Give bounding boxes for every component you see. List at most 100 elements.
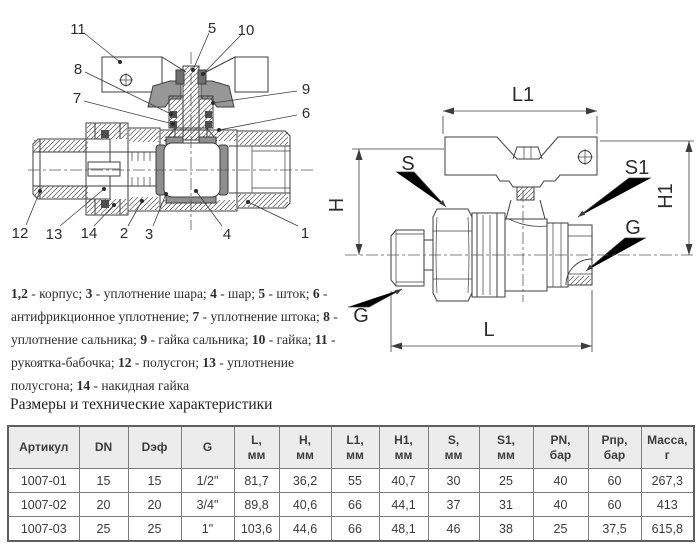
- stem-seal: [205, 121, 212, 128]
- table-cell: 48,1: [378, 516, 429, 542]
- table-cell: 1007-03: [7, 516, 80, 542]
- table-cell: 1007-01: [7, 468, 80, 493]
- column-header: Dэф: [127, 425, 182, 469]
- callout-label: 6: [302, 105, 310, 122]
- table-cell: 60: [587, 492, 642, 517]
- section-view: [32, 56, 291, 216]
- table-title: Размеры и технические характеристики: [10, 396, 273, 413]
- table-cell: 60: [587, 468, 642, 493]
- callout-labels: 11 5 10 8 7 9 6 12 13 14 2 3 4 1: [12, 20, 311, 243]
- column-header: PN, бар: [532, 425, 589, 469]
- column-header: Pпр, бар: [587, 425, 642, 469]
- dim-label-L: L: [483, 319, 494, 341]
- dim-label-G-male: G: [353, 305, 369, 327]
- union-seal: [101, 130, 109, 138]
- table-cell: 267,3: [640, 468, 695, 493]
- callout-leaders: [25, 32, 299, 227]
- dim-label-L1: L1: [512, 84, 534, 106]
- callout-label: 5: [208, 20, 216, 37]
- stem-nut: [197, 69, 207, 85]
- legend-item-number: 14: [76, 377, 91, 393]
- legend-item-number: 13: [202, 354, 216, 370]
- table-cell: 36,2: [278, 468, 332, 493]
- table-cell: 25: [78, 516, 129, 542]
- handle-right-wing: [234, 56, 269, 93]
- dimension-lines: [348, 107, 694, 352]
- column-header: Артикул: [7, 425, 80, 469]
- legend-item-number: 4: [210, 285, 217, 301]
- table-cell: 615,8: [640, 516, 695, 542]
- callout-label: 3: [145, 226, 153, 243]
- legend-item-number: 9: [140, 331, 148, 347]
- callout-label: 13: [46, 226, 63, 243]
- table-cell: 103,6: [233, 516, 280, 542]
- callout-label: 1: [301, 225, 309, 242]
- legend-item-number: 7: [192, 308, 200, 324]
- stem-seal: [205, 111, 212, 118]
- table-cell: 15: [78, 468, 129, 493]
- handle-outline: [444, 136, 598, 188]
- legend-item-number: 3: [85, 285, 93, 301]
- table-cell: 25: [127, 516, 182, 542]
- dimension-labels: L1 H S S1 H1 G G L: [326, 84, 677, 341]
- table-cell: 89,8: [233, 492, 280, 517]
- dim-label-S: S: [401, 153, 414, 175]
- table-cell: 30: [427, 468, 480, 493]
- table-cell: 38: [478, 516, 534, 542]
- column-header: H1, мм: [378, 425, 429, 469]
- callout-label: 9: [302, 81, 310, 98]
- table-cell: 25: [532, 516, 589, 542]
- table-cell: 20: [78, 492, 129, 517]
- column-header: S1, мм: [478, 425, 534, 469]
- table-cell: 37: [427, 492, 480, 517]
- legend-item-number: 12: [118, 354, 132, 370]
- body-right: [236, 130, 291, 209]
- legend-item-number: 10: [251, 331, 266, 347]
- table-cell: 31: [478, 492, 534, 517]
- dim-label-G-female: G: [625, 217, 641, 239]
- callout-label: 11: [70, 21, 86, 38]
- centerlines: [28, 52, 696, 302]
- column-header: L1, мм: [330, 425, 380, 469]
- table-cell: 40,7: [378, 468, 429, 493]
- callout-label: 2: [120, 225, 128, 242]
- table-cell: 20: [127, 492, 182, 517]
- callout-label: 8: [74, 61, 82, 78]
- callout-label: 14: [81, 225, 98, 242]
- dim-label-H1: H1: [655, 183, 677, 209]
- column-header: S, мм: [427, 425, 480, 469]
- table-cell: 1007-02: [7, 492, 80, 517]
- legend-item-number: 11: [314, 331, 328, 347]
- table-cell: 44,1: [378, 492, 429, 517]
- table-cell: 46: [427, 516, 480, 542]
- handle-hub: [200, 80, 235, 108]
- callout-label: 7: [73, 90, 81, 107]
- column-header: DN: [78, 425, 129, 469]
- table-cell: 44,6: [278, 516, 332, 542]
- column-header: L, мм: [233, 425, 280, 469]
- table-cell: 66: [330, 516, 380, 542]
- handle-hub: [147, 80, 182, 108]
- table-cell: 81,7: [233, 468, 280, 493]
- table-cell: 25: [478, 468, 534, 493]
- table-cell: 15: [127, 468, 182, 493]
- callout-label: 10: [238, 22, 255, 39]
- legend-item-number: 1,2: [11, 285, 28, 301]
- table-cell: 1": [180, 516, 235, 542]
- union-seal: [101, 200, 109, 208]
- dimension-view: [390, 136, 598, 302]
- table-cell: 1/2": [180, 468, 235, 493]
- table-cell: 66: [330, 492, 380, 517]
- table-cell: 55: [330, 468, 380, 493]
- callout-label: 4: [223, 226, 231, 243]
- table-cell: 3/4": [180, 492, 235, 517]
- legend-item-number: 6: [312, 285, 320, 301]
- stem-seal: [170, 111, 177, 118]
